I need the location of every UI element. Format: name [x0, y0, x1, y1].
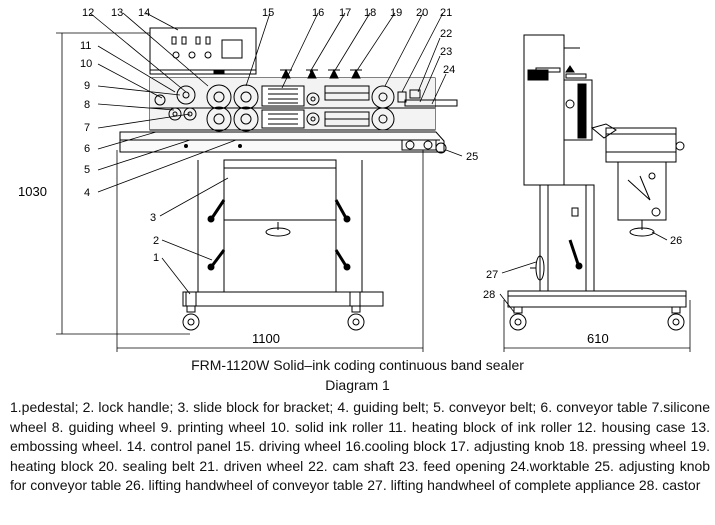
callout-20: 20: [416, 7, 428, 19]
pedestal: [182, 291, 384, 307]
lock-handles: [207, 199, 351, 271]
callout-17: 17: [339, 7, 351, 19]
callout-19: 19: [390, 7, 402, 19]
legend-item: 8. guiding wheel: [51, 418, 156, 435]
legend-item: 25. adjusting knob for conveyor table: [10, 457, 711, 494]
callout-15: 15: [262, 7, 274, 19]
legend-item: 13. embossing wheel.: [10, 418, 711, 455]
callout-12: 12: [82, 7, 94, 19]
callout-21: 21: [440, 7, 452, 19]
legend-item: 7.silicone wheel: [10, 399, 710, 435]
legend-item: 28. castor: [638, 477, 701, 493]
adjusting-knobs: [280, 68, 362, 79]
parts-legend: 1.pedestal; 2. lock handle; 3. slide blo…: [10, 398, 710, 496]
callout-23: 23: [440, 46, 452, 58]
callout-14: 14: [138, 7, 150, 19]
callout-9: 9: [84, 80, 90, 92]
legend-item: 1.pedestal;: [10, 399, 79, 415]
callout-11: 11: [80, 40, 91, 52]
legend-item: 17. adjusting knob: [450, 438, 565, 454]
legend-item: 21. driven wheel: [199, 457, 304, 474]
legend-item: 5. conveyor belt;: [433, 399, 537, 415]
legend-item: 2. lock handle;: [82, 399, 174, 415]
legend-item: 15. driving wheel: [235, 438, 341, 454]
legend-item: 6. conveyor table: [540, 399, 648, 415]
legend-item: 26. lifting handwheel of conveyor table: [125, 477, 364, 493]
legend-item: 23. feed opening: [399, 457, 506, 474]
legend-item: 19. heating block: [10, 438, 710, 474]
legend-item: 10. solid ink roller: [270, 418, 384, 435]
legend-item: 12. housing case: [577, 418, 686, 435]
legend-item: 24.worktable: [510, 457, 590, 474]
callout-25: 25: [466, 151, 478, 163]
legend-item: 18. pressing wheel: [568, 438, 687, 454]
legend-item: 9. printing wheel: [160, 418, 266, 435]
legend-item: 16.cooling block: [345, 438, 446, 454]
callout-27: 27: [486, 269, 498, 281]
technical-drawing: 1030 1100 610 1 2 3 4 5 6 7 8 9 10 11 12…: [18, 7, 691, 352]
callout-3: 3: [150, 212, 156, 224]
front-view: [56, 12, 691, 352]
legend-item: 3. slide block for bracket;: [177, 399, 334, 415]
callout-6: 6: [84, 143, 90, 155]
diagram-subtitle: Diagram 1: [325, 377, 390, 393]
legend-item: 20. sealing belt: [98, 457, 195, 474]
control-panel: [149, 27, 257, 75]
callout-16: 16: [312, 7, 324, 19]
callout-7: 7: [84, 122, 90, 134]
diagram-title: FRM-1120W Solid–ink coding continuous ba…: [191, 357, 524, 373]
dimension-lines: [56, 32, 691, 352]
dim-front-width: 1100: [252, 331, 280, 346]
slide-block: [223, 159, 337, 221]
callout-8: 8: [84, 99, 90, 111]
side-view: [499, 34, 687, 331]
conveyor-knob: [401, 139, 447, 154]
callout-2: 2: [153, 235, 159, 247]
callout-5: 5: [84, 164, 90, 176]
leader-lines: [89, 12, 463, 295]
callout-1: 1: [153, 252, 159, 264]
dim-side-width: 610: [587, 331, 609, 346]
dim-height: 1030: [18, 184, 47, 199]
castors: [182, 305, 365, 331]
legend-item: 22. cam shaft: [308, 457, 395, 474]
wheels: [154, 84, 407, 132]
legend-item: 27. lifting handwheel of complete applia…: [367, 477, 635, 493]
legend-item: 14. control panel: [126, 438, 231, 454]
legend-item: 11. heating block of ink roller: [388, 418, 572, 435]
callout-26: 26: [670, 235, 682, 247]
callout-18: 18: [364, 7, 376, 19]
callout-28: 28: [483, 289, 495, 301]
conveyor-table: [119, 131, 445, 153]
callout-24: 24: [443, 64, 455, 76]
callout-22: 22: [440, 28, 452, 40]
callout-4: 4: [84, 187, 90, 199]
callout-10: 10: [80, 58, 92, 70]
callout-13: 13: [111, 7, 123, 19]
side-worktable: [605, 127, 677, 163]
legend-item: 4. guiding belt;: [337, 399, 429, 415]
